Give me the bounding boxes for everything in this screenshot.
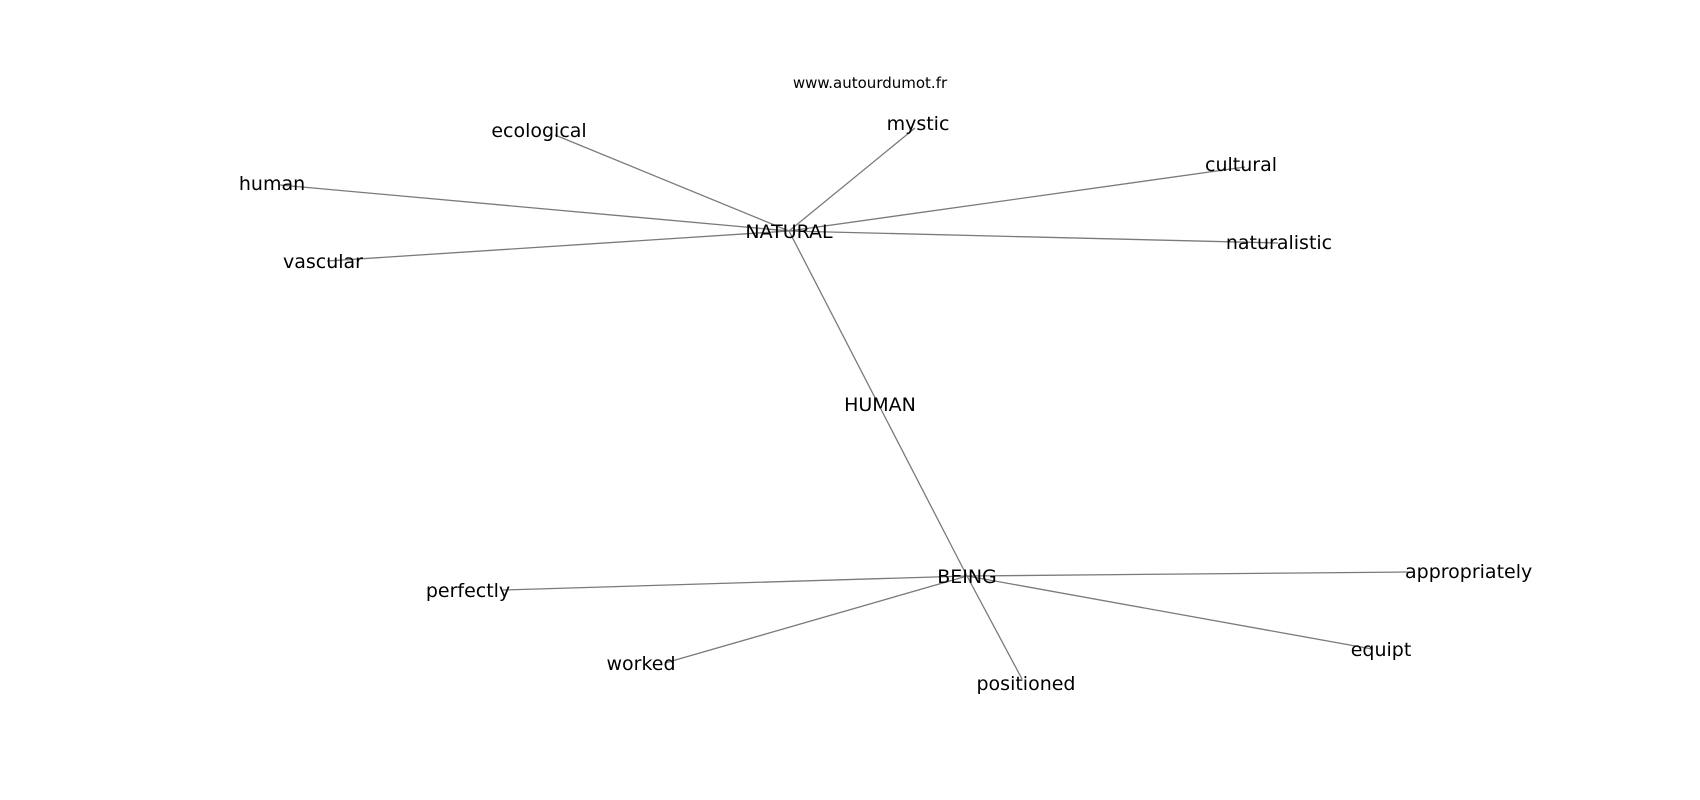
edge-being-perfectly (502, 575, 968, 591)
edge-natural-being (788, 230, 968, 577)
edge-natural-cultural (788, 166, 1246, 232)
node-label-naturalistic: naturalistic (1226, 232, 1332, 254)
node-label-human: human (239, 173, 305, 195)
source-watermark: www.autourdumot.fr (793, 74, 948, 92)
node-label-being: BEING (937, 566, 997, 588)
node-label-vascular: vascular (283, 251, 363, 273)
node-label-appropriately: appropriately (1405, 561, 1532, 583)
edge-natural-human (279, 184, 790, 232)
edge-being-worked (664, 575, 968, 664)
edge-natural-mystic (788, 127, 916, 232)
node-label-layer: NATURAL HUMAN BEING ecological mystic cultura… (239, 113, 1532, 695)
edge-layer (279, 127, 1411, 680)
edge-natural-naturalistic (788, 230, 1279, 244)
edge-being-appropriately (966, 571, 1411, 577)
node-label-ecological: ecological (491, 120, 586, 142)
node-label-worked: worked (606, 653, 675, 675)
node-label-equipt: equipt (1351, 639, 1412, 661)
node-label-human: HUMAN (844, 394, 916, 416)
edge-being-equipt (966, 575, 1373, 650)
node-label-cultural: cultural (1205, 154, 1277, 176)
node-label-positioned: positioned (976, 673, 1075, 695)
node-label-perfectly: perfectly (426, 580, 510, 602)
edge-natural-ecological (554, 134, 790, 232)
node-label-mystic: mystic (887, 113, 950, 135)
edge-being-positioned (966, 575, 1023, 680)
node-label-natural: NATURAL (745, 221, 833, 243)
edge-natural-vascular (326, 230, 790, 262)
